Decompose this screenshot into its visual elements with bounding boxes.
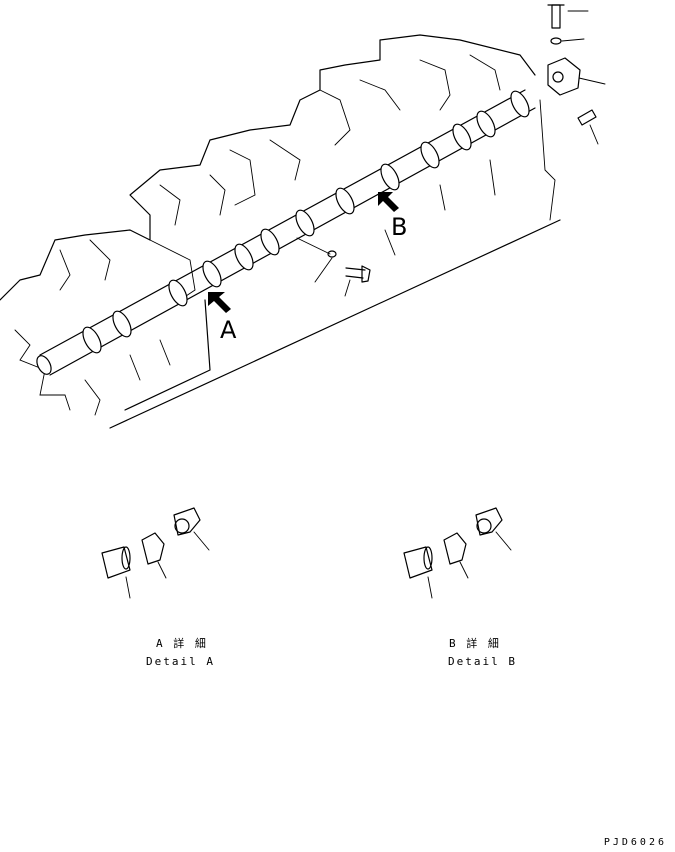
engine-block [0, 34, 561, 429]
detail-a-jp-label: A 詳 細 [156, 637, 208, 650]
arrow-label-a: A [220, 316, 237, 344]
loose-parts [296, 4, 606, 297]
arrow-b [378, 192, 399, 212]
detail-b-jp-label: B 詳 細 [449, 637, 501, 650]
cam-lobes [82, 90, 530, 354]
arrow-label-b: B [391, 213, 408, 241]
camshaft [36, 89, 536, 376]
drawing-code: PJD6026 [603, 837, 667, 848]
detail-b-en-label: Detail B [448, 655, 517, 668]
detail-b-figure [403, 507, 512, 599]
detail-a-figure [101, 507, 210, 599]
detail-a-en-label: Detail A [146, 655, 215, 668]
arrow-a [208, 292, 231, 313]
